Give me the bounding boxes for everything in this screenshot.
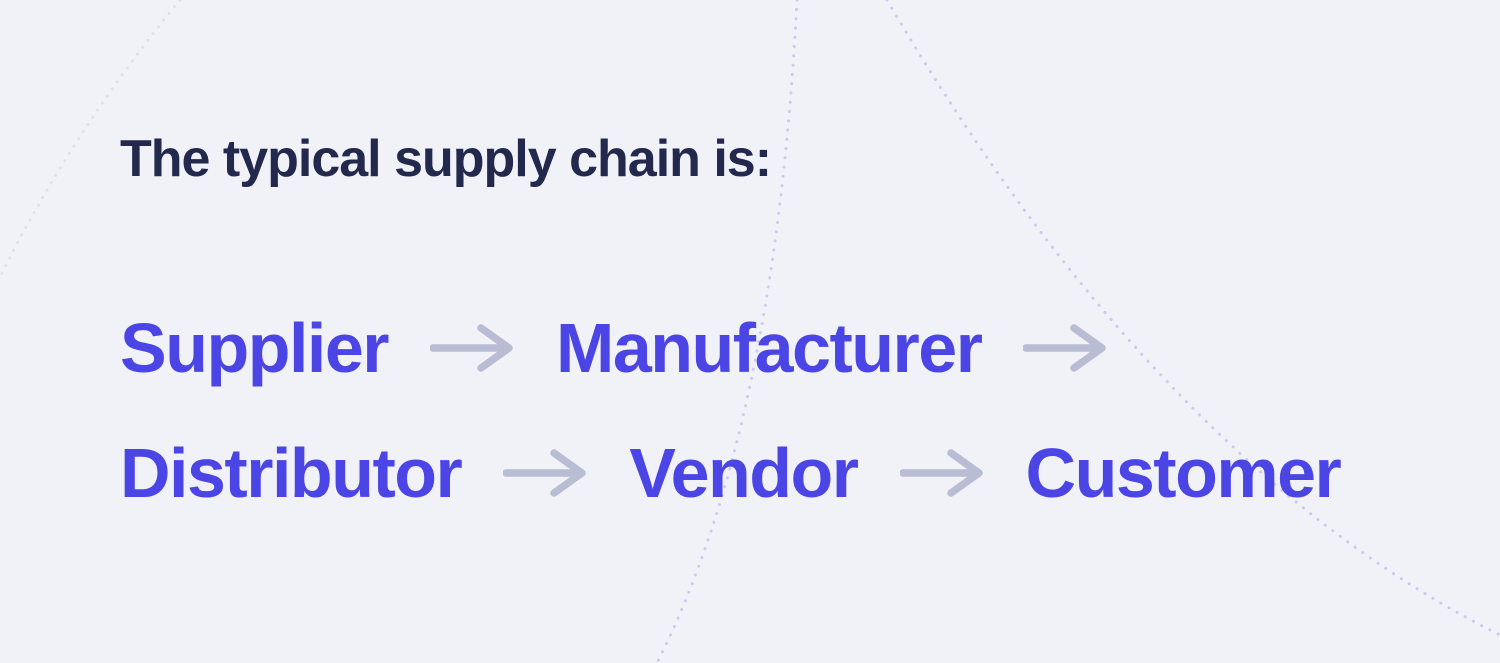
chain-row-2: Distributor Vendor Customer [120, 433, 1342, 513]
arrow-right-icon [1023, 324, 1107, 372]
chain-node-vendor: Vendor [629, 434, 859, 512]
arrow-right-icon [503, 449, 587, 497]
page-title: The typical supply chain is: [120, 130, 772, 188]
chain-node-customer: Customer [1025, 434, 1342, 512]
chain-node-manufacturer: Manufacturer [556, 309, 983, 387]
dotted-curve-center [655, 0, 799, 663]
chain-node-supplier: Supplier [120, 309, 390, 387]
arrow-right-icon [899, 449, 983, 497]
dotted-curve-right [885, 0, 1500, 637]
arrow-right-icon [430, 324, 513, 372]
chain-node-distributor: Distributor [120, 434, 463, 512]
dotted-curve-left-faint [0, 0, 182, 279]
chain-row-1: Supplier Manufacturer [120, 308, 1107, 388]
